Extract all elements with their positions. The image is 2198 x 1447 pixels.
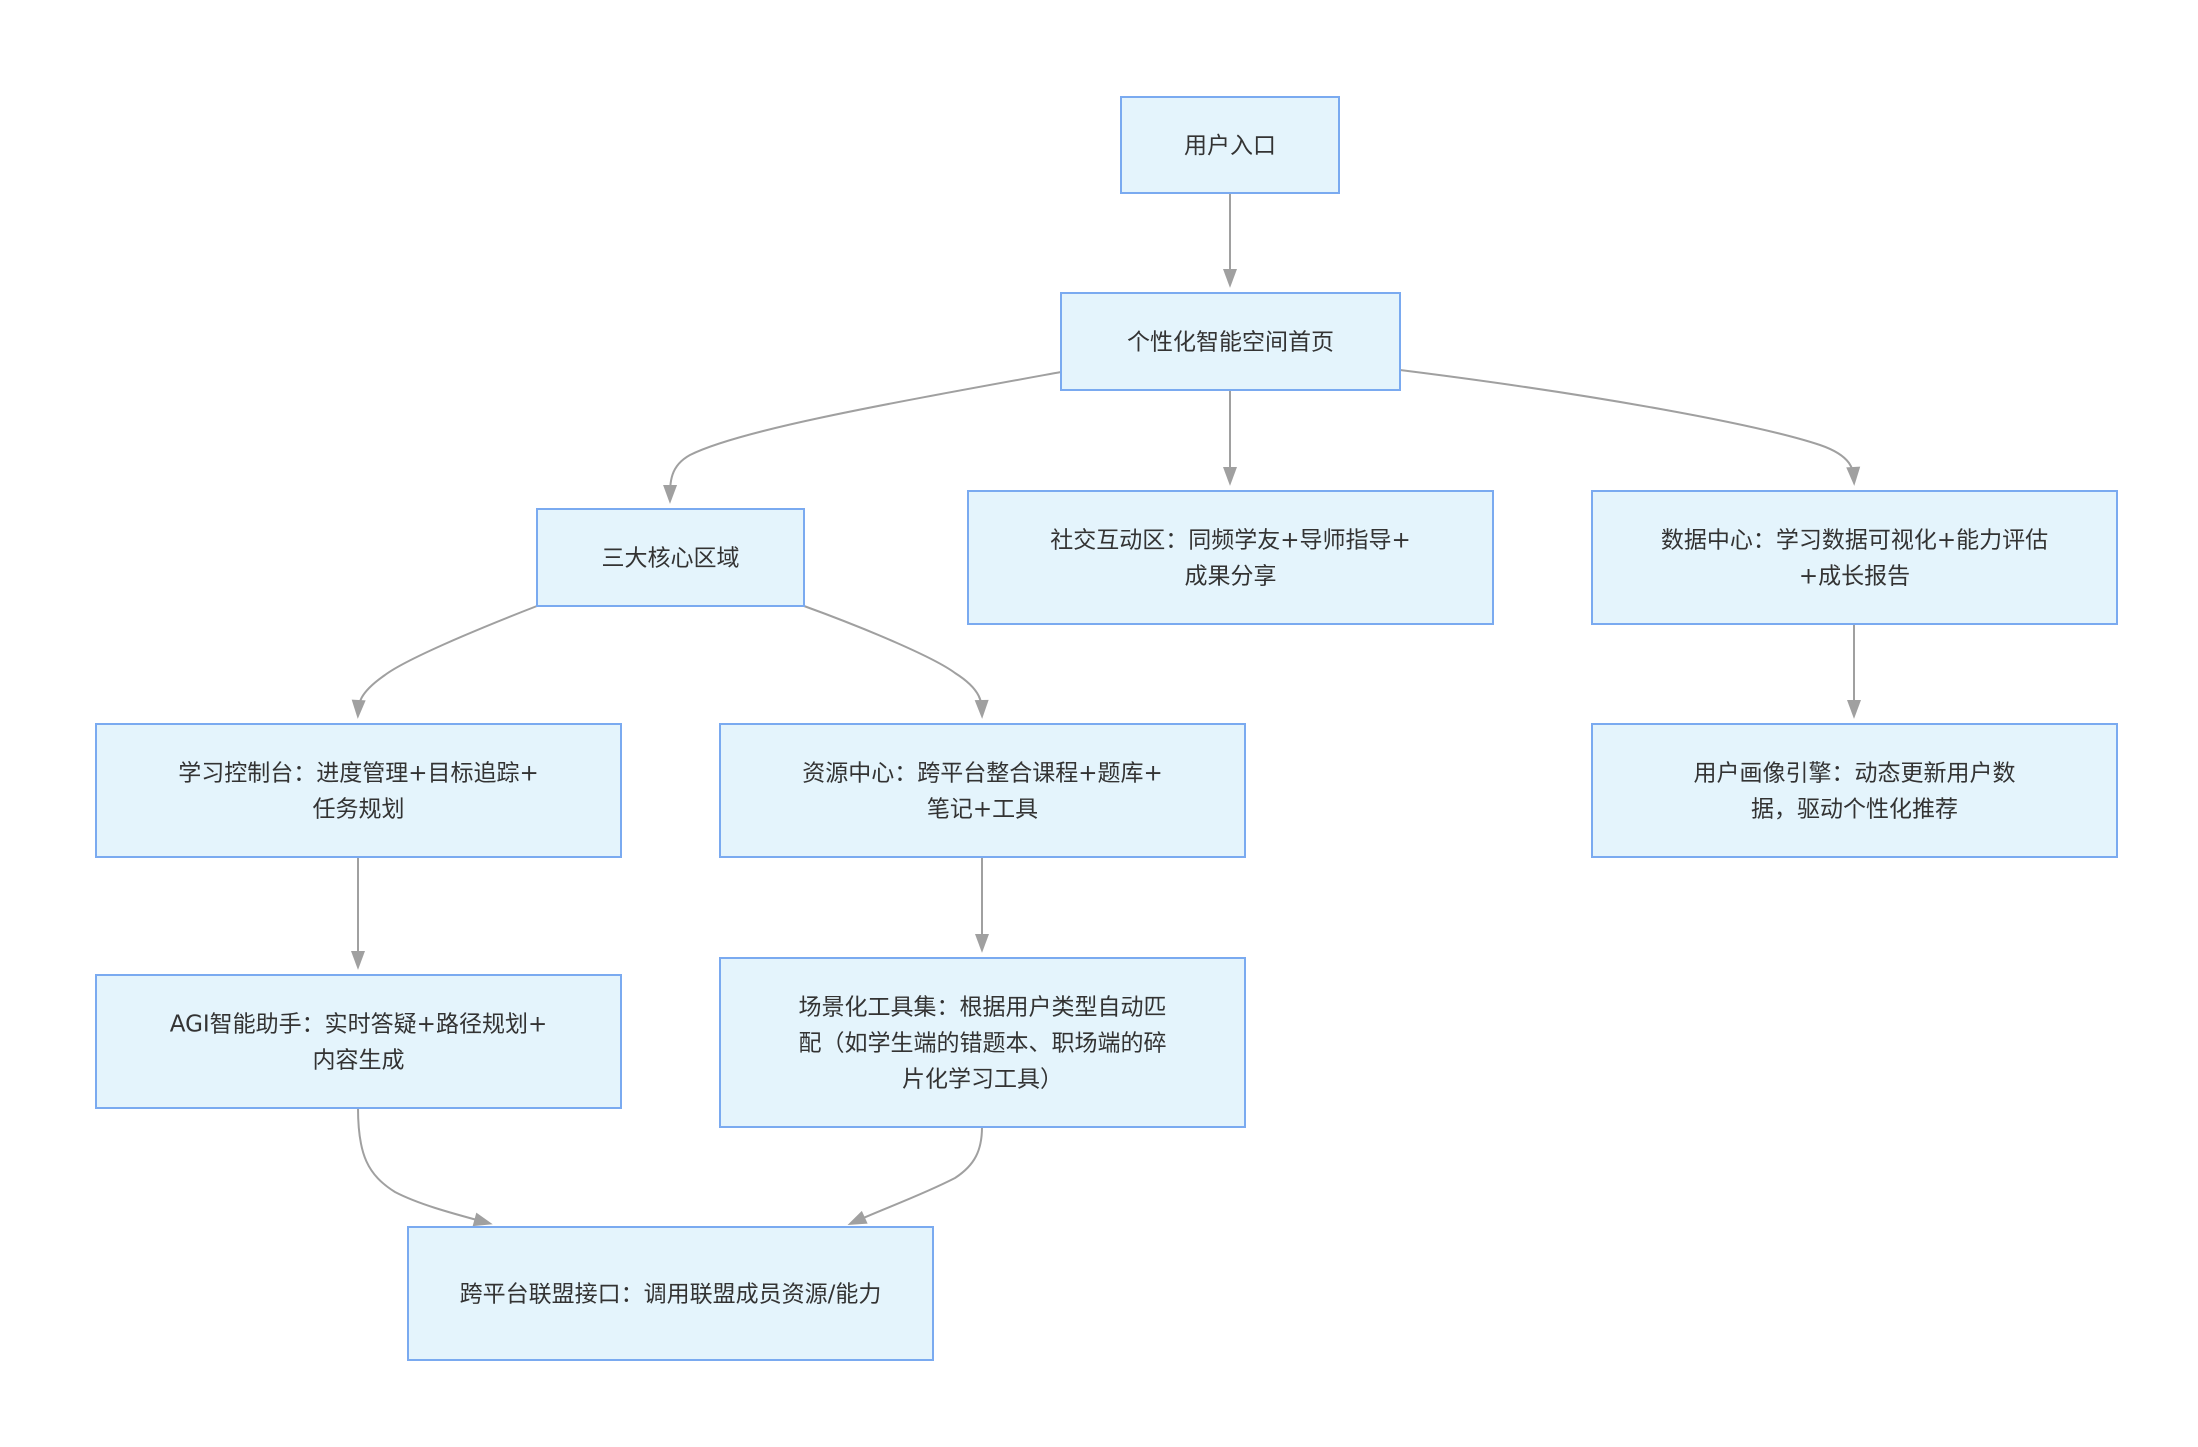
node-core-areas-label: 三大核心区域 — [602, 546, 740, 572]
edge-core-areas-to-learning-console-arrowhead — [351, 699, 366, 719]
node-learning-console-label-line: 任务规划 — [313, 797, 405, 823]
node-learning-console-label: 学习控制台：进度管理+目标追踪+ 任务规划 — [178, 761, 539, 823]
node-alliance-interface-box — [407, 1226, 934, 1361]
node-resource-center-label-line: 资源中心：跨平台整合课程+题库+ — [802, 761, 1163, 787]
edges-layer — [351, 193, 1861, 1227]
node-learning-console-label-line: 学习控制台：进度管理+目标追踪+ — [178, 761, 539, 787]
edge-homepage-to-social-zone-arrowhead — [1223, 467, 1237, 486]
node-resource-center[interactable]: 资源中心：跨平台整合课程+题库+ 笔记+工具 — [719, 723, 1246, 858]
edge-homepage-to-data-center-line — [1399, 369, 1855, 482]
node-scenario-toolkit-box — [719, 957, 1246, 1128]
node-core-areas-box — [536, 508, 805, 607]
node-scenario-toolkit-label: 场景化工具集：根据用户类型自动匹配（如学生端的错题本、职场端的碎片化学习工具） — [799, 995, 1167, 1093]
node-social-zone[interactable]: 社交互动区：同频学友+导师指导+ 成果分享 — [967, 490, 1494, 625]
node-user-entry-box — [1120, 96, 1340, 194]
node-alliance-interface[interactable]: 跨平台联盟接口：调用联盟成员资源/能力 — [407, 1226, 934, 1361]
node-homepage-label-line: 个性化智能空间首页 — [1127, 330, 1334, 356]
node-data-center-label: 数据中心：学习数据可视化+能力评估 +成长报告 — [1661, 528, 2048, 590]
node-user-entry[interactable]: 用户入口 — [1120, 96, 1340, 194]
node-user-profile-engine[interactable]: 用户画像引擎：动态更新用户数据，驱动个性化推荐 — [1591, 723, 2118, 858]
node-user-profile-engine-label: 用户画像引擎：动态更新用户数据，驱动个性化推荐 — [1694, 761, 2016, 823]
edge-core-areas-to-resource-center-arrowhead — [974, 699, 989, 719]
edge-user-entry-to-homepage — [1223, 193, 1237, 288]
node-user-profile-engine-label-line: 据，驱动个性化推荐 — [1751, 797, 1958, 823]
edge-data-center-to-user-profile-engine-arrowhead — [1847, 700, 1861, 719]
edge-data-center-to-user-profile-engine — [1847, 624, 1861, 719]
node-agi-assistant-box — [95, 974, 622, 1109]
node-scenario-toolkit[interactable]: 场景化工具集：根据用户类型自动匹配（如学生端的错题本、职场端的碎片化学习工具） — [719, 957, 1246, 1128]
edge-user-entry-to-homepage-arrowhead — [1223, 269, 1237, 288]
node-resource-center-label: 资源中心：跨平台整合课程+题库+ 笔记+工具 — [802, 761, 1163, 823]
node-agi-assistant-label-line: AGI智能助手：实时答疑+路径规划+ — [170, 1012, 547, 1038]
node-homepage-label: 个性化智能空间首页 — [1127, 330, 1334, 356]
node-social-zone-label-line: 成果分享 — [1185, 564, 1277, 590]
edge-homepage-to-core-areas — [663, 371, 1062, 504]
node-data-center-box — [1591, 490, 2118, 625]
node-social-zone-box — [967, 490, 1494, 625]
node-alliance-interface-label-line: 跨平台联盟接口：调用联盟成员资源/能力 — [460, 1282, 882, 1308]
edge-agi-assistant-to-alliance-interface — [357, 1107, 493, 1227]
node-social-zone-label: 社交互动区：同频学友+导师指导+ 成果分享 — [1050, 528, 1411, 590]
node-resource-center-label-line: 笔记+工具 — [927, 797, 1038, 823]
node-homepage[interactable]: 个性化智能空间首页 — [1060, 292, 1401, 391]
node-data-center-label-line: +成长报告 — [1799, 564, 1910, 590]
edge-homepage-to-core-areas-line — [669, 371, 1062, 500]
edge-agi-assistant-to-alliance-interface-line — [357, 1107, 489, 1224]
edge-core-areas-to-resource-center — [803, 605, 989, 719]
node-user-profile-engine-label-line: 用户画像引擎：动态更新用户数 — [1694, 761, 2016, 787]
edge-core-areas-to-learning-console-line — [357, 605, 538, 715]
node-learning-console[interactable]: 学习控制台：进度管理+目标追踪+ 任务规划 — [95, 723, 622, 858]
edge-agi-assistant-to-alliance-interface-arrowhead — [472, 1212, 493, 1227]
node-scenario-toolkit-label-line: 片化学习工具） — [902, 1067, 1063, 1093]
node-data-center-label-line: 数据中心：学习数据可视化+能力评估 — [1661, 528, 2048, 554]
node-social-zone-label-line: 社交互动区：同频学友+导师指导+ — [1050, 528, 1411, 554]
edge-learning-console-to-agi-assistant — [351, 857, 365, 970]
edge-homepage-to-data-center-arrowhead — [1846, 466, 1861, 486]
edge-resource-center-to-scenario-toolkit — [975, 857, 989, 953]
edge-homepage-to-social-zone — [1223, 390, 1237, 486]
node-resource-center-box — [719, 723, 1246, 858]
edge-learning-console-to-agi-assistant-arrowhead — [351, 951, 365, 970]
node-core-areas-label-line: 三大核心区域 — [602, 546, 740, 572]
node-alliance-interface-label: 跨平台联盟接口：调用联盟成员资源/能力 — [460, 1282, 882, 1308]
node-user-entry-label: 用户入口 — [1184, 133, 1276, 159]
edge-homepage-to-core-areas-arrowhead — [663, 484, 678, 504]
edge-core-areas-to-learning-console — [351, 605, 538, 719]
edge-scenario-toolkit-to-alliance-interface — [847, 1126, 983, 1226]
node-user-profile-engine-box — [1591, 723, 2118, 858]
node-agi-assistant[interactable]: AGI智能助手：实时答疑+路径规划+ 内容生成 — [95, 974, 622, 1109]
node-homepage-box — [1060, 292, 1401, 391]
edge-resource-center-to-scenario-toolkit-arrowhead — [975, 934, 989, 953]
node-agi-assistant-label-line: 内容生成 — [313, 1048, 405, 1074]
node-user-entry-label-line: 用户入口 — [1184, 133, 1276, 159]
node-data-center[interactable]: 数据中心：学习数据可视化+能力评估 +成长报告 — [1591, 490, 2118, 625]
edge-scenario-toolkit-to-alliance-interface-line — [851, 1126, 983, 1224]
node-agi-assistant-label: AGI智能助手：实时答疑+路径规划+ 内容生成 — [170, 1012, 547, 1074]
edge-homepage-to-data-center — [1399, 369, 1861, 486]
node-scenario-toolkit-label-line: 配（如学生端的错题本、职场端的碎 — [799, 1031, 1167, 1057]
node-scenario-toolkit-label-line: 场景化工具集：根据用户类型自动匹 — [799, 995, 1167, 1021]
node-core-areas[interactable]: 三大核心区域 — [536, 508, 805, 607]
edge-core-areas-to-resource-center-line — [803, 605, 983, 715]
node-learning-console-box — [95, 723, 622, 858]
edge-scenario-toolkit-to-alliance-interface-arrowhead — [847, 1210, 868, 1226]
